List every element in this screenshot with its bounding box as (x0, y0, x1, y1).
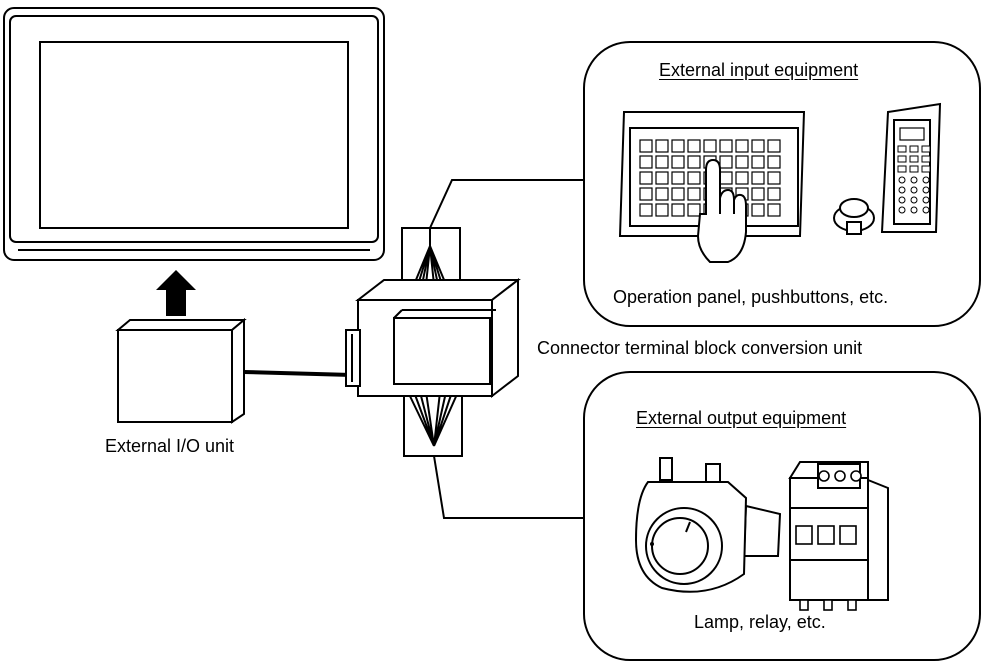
output-equipment-title: External output equipment (636, 408, 847, 428)
cable-to-output-panel (433, 455, 596, 519)
display-monitor-icon (3, 7, 385, 261)
relay-icon (788, 461, 889, 611)
io-unit-label: External I/O unit (105, 436, 235, 456)
cable-io-to-converter (243, 370, 353, 377)
pushbutton-icon (833, 198, 875, 235)
lamp-icon (634, 457, 782, 593)
connector-terminal-block-unit-icon (345, 227, 521, 457)
output-equipment-caption: Lamp, relay, etc. (694, 612, 826, 632)
arrow-up-icon (156, 270, 196, 316)
conversion-unit-label: Connector terminal block conversion unit (537, 338, 863, 358)
input-equipment-panel (583, 41, 981, 327)
lower-wire-bundle (403, 391, 463, 457)
output-equipment-panel (583, 371, 981, 661)
hand-pointer-icon (696, 158, 747, 263)
input-equipment-title: External input equipment (659, 60, 859, 80)
external-io-unit-icon (115, 317, 247, 424)
keypad-icon (880, 102, 942, 233)
cable-to-input-panel (429, 179, 596, 229)
input-equipment-caption: Operation panel, pushbuttons, etc. (613, 287, 889, 307)
